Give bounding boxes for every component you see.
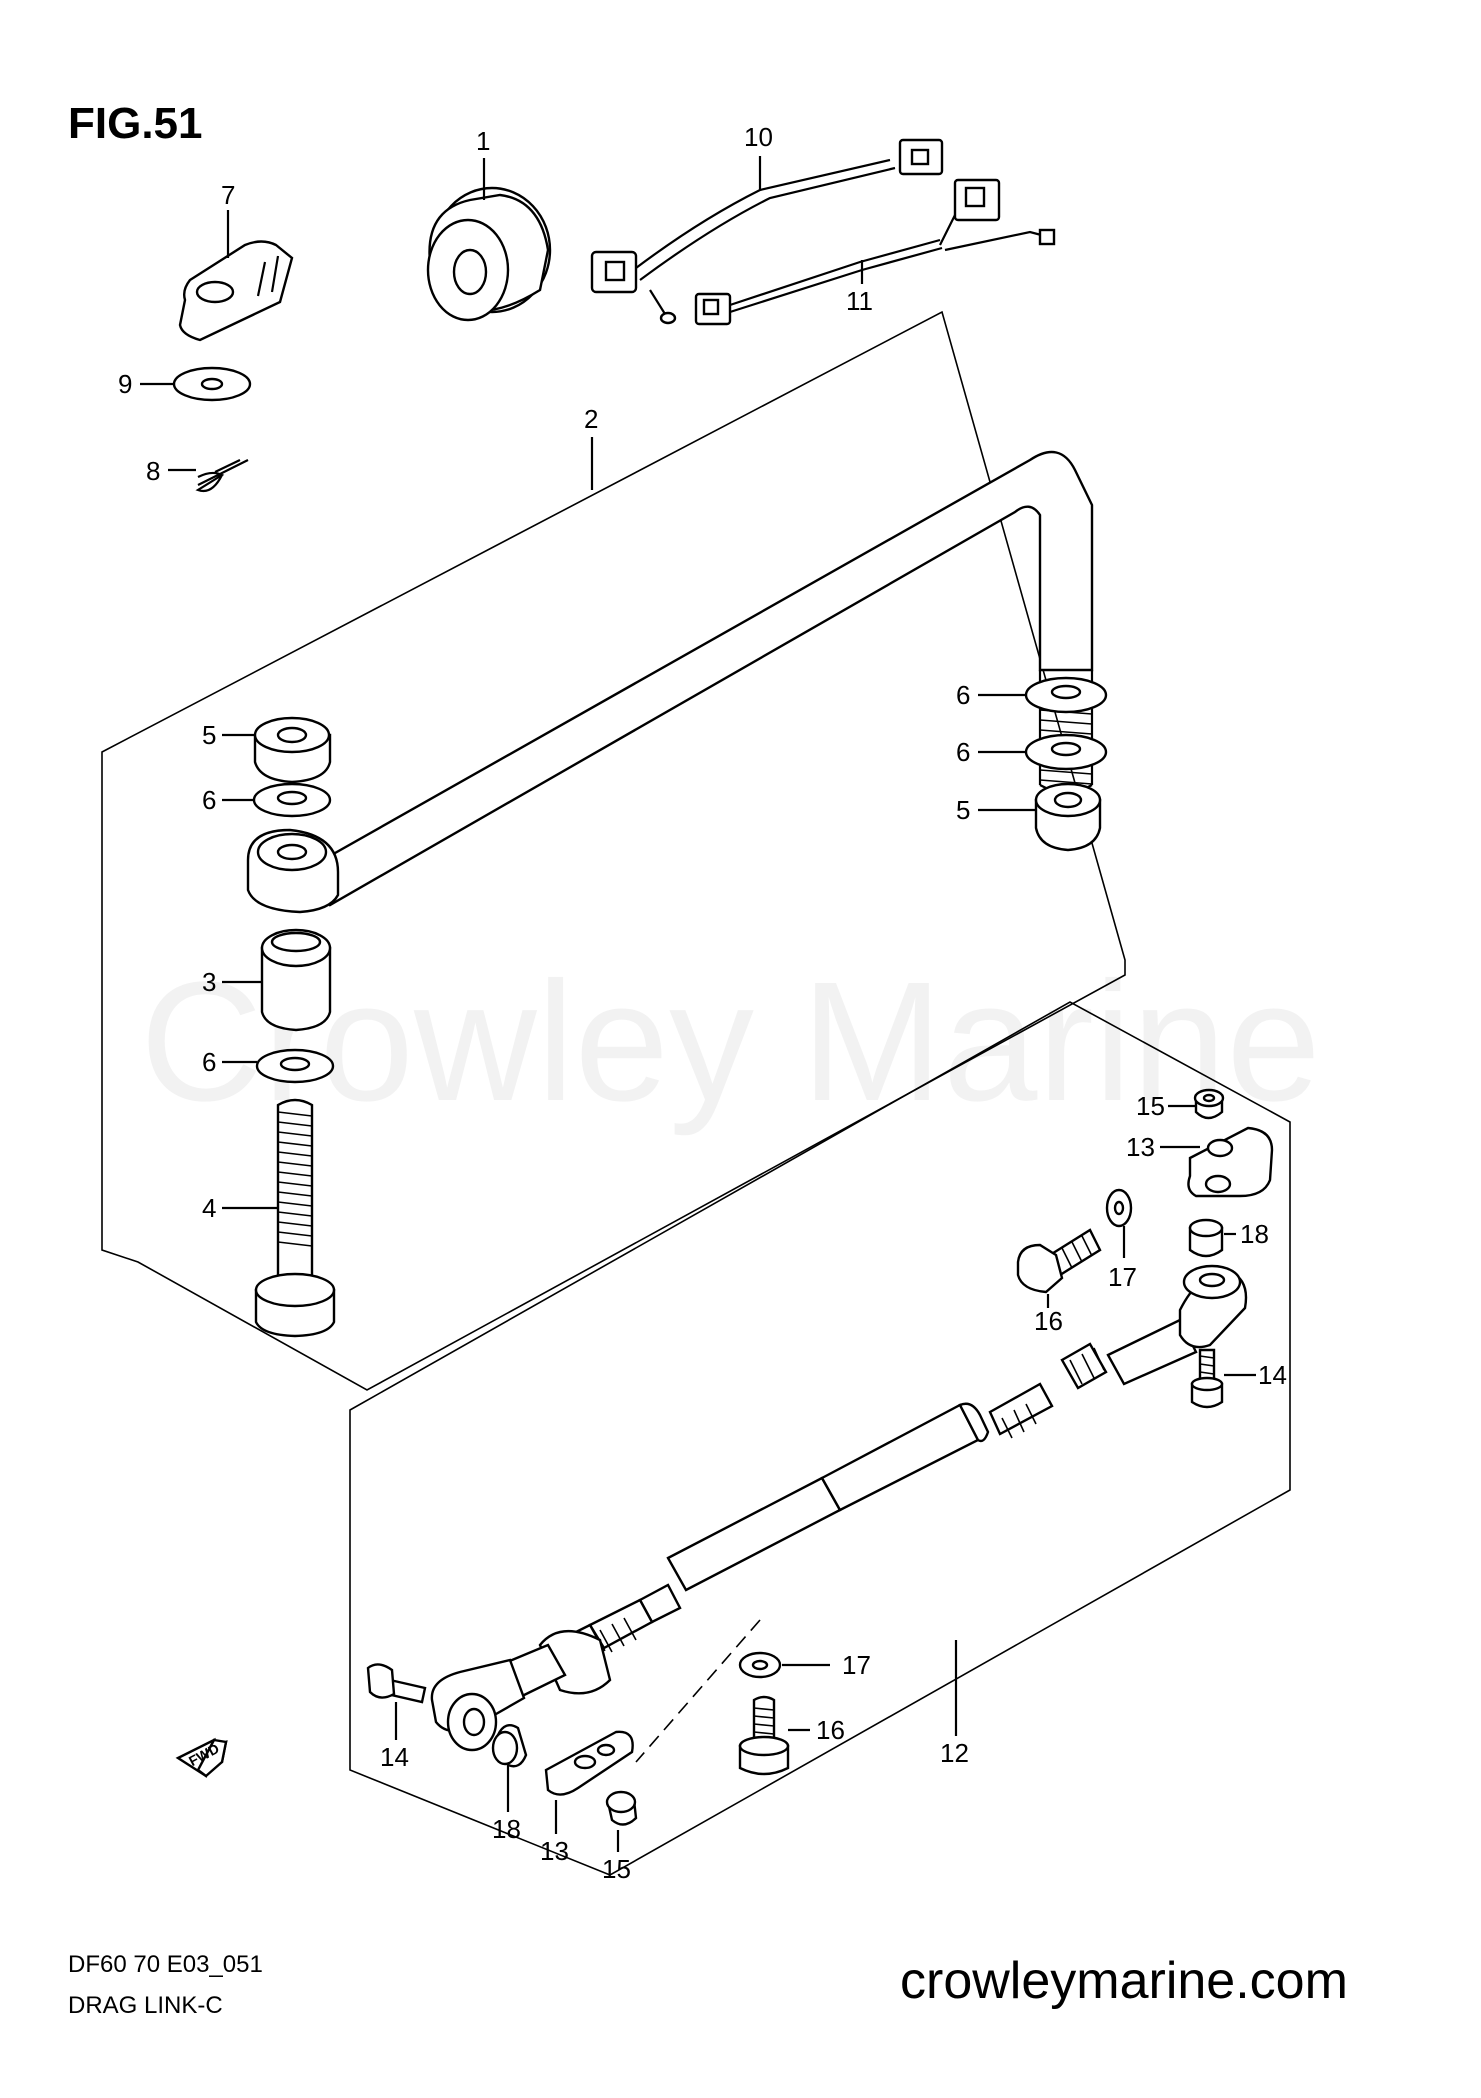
group-box-lower [349,1001,1291,1876]
watermark: Crowley Marine [140,947,1321,1137]
part-8-cotter-pin [195,459,249,493]
part-16-bolt-lower [738,1695,790,1776]
group-box-upper [101,310,1126,1391]
callout-14: 14 [380,1742,409,1772]
callout-16: 16 [816,1715,845,1745]
part-17-washer-upper [1105,1188,1133,1228]
callout-3: 3 [202,967,216,997]
assembly-dash-line [635,1619,761,1763]
callout-6: 6 [956,737,970,767]
callout-5: 5 [956,795,970,825]
callout-11: 11 [846,286,873,316]
callout-17: 17 [1108,1262,1137,1292]
part-5-nut-left [253,716,332,784]
callout-12: 12 [940,1738,969,1768]
callout-14: 14 [1258,1360,1287,1390]
callout-4: 4 [202,1193,216,1223]
part-17-washer-lower [738,1651,782,1679]
part-14-bolt-left [366,1663,427,1704]
diagram-name: DRAG LINK-C [68,1992,223,2019]
callout-13: 13 [540,1836,569,1866]
part-1-grommet [426,186,552,322]
callout-16: 16 [1034,1306,1063,1336]
part-13-bracket-upper [1187,1126,1274,1198]
callout-18: 18 [492,1814,521,1844]
callout-13: 13 [1126,1132,1155,1162]
callout-15: 15 [602,1854,631,1884]
part-18-bushing-lower [491,1724,528,1768]
part-2-drag-link-bar [246,450,1094,914]
part-15-nut-lower [605,1790,638,1826]
part-13-bracket-lower [544,1730,634,1796]
website-label: crowleymarine.com [900,1952,1348,2010]
callout-6: 6 [202,1047,216,1077]
part-9-washer [172,366,252,402]
part-7-lever [178,240,294,342]
part-6-washer-left-lower [255,1048,335,1084]
part-14-bolt-right [1190,1348,1224,1409]
part-6-washer-right-upper [1024,676,1108,714]
part-4-bolt [254,1098,336,1338]
leader-lines [140,156,1256,1852]
part-5-nut-right [1034,782,1102,852]
callout-6: 6 [956,680,970,710]
callout-15: 15 [1136,1091,1165,1121]
callout-10: 10 [744,122,773,152]
diagram-code: DF60 70 E03_051 [68,1951,263,1978]
part-6-washer-right-lower [1024,733,1108,771]
callout-17: 17 [842,1650,871,1680]
callout-6: 6 [202,785,216,815]
callout-2: 2 [584,404,598,434]
callout-18: 18 [1240,1219,1269,1249]
part-6-washer-left-upper [252,782,332,818]
callout-9: 9 [118,369,132,399]
part-3-collar [260,928,332,1032]
part-15-nut-upper [1193,1088,1225,1120]
part-12-tie-rod [430,1264,1248,1752]
callout-1: 1 [476,126,490,156]
figure-title: FIG.51 [68,99,203,148]
callout-7: 7 [221,180,235,210]
part-10-11-harness [590,138,1056,326]
part-16-bolt-upper [1016,1228,1102,1294]
callout-8: 8 [146,456,160,486]
callout-labels: 1 7 10 11 9 8 2 6 6 5 5 6 3 6 4 15 13 18… [118,122,1287,1884]
forward-arrow-icon: FWD [175,1737,228,1778]
part-18-bushing-upper [1188,1218,1224,1258]
callout-5: 5 [202,720,216,750]
